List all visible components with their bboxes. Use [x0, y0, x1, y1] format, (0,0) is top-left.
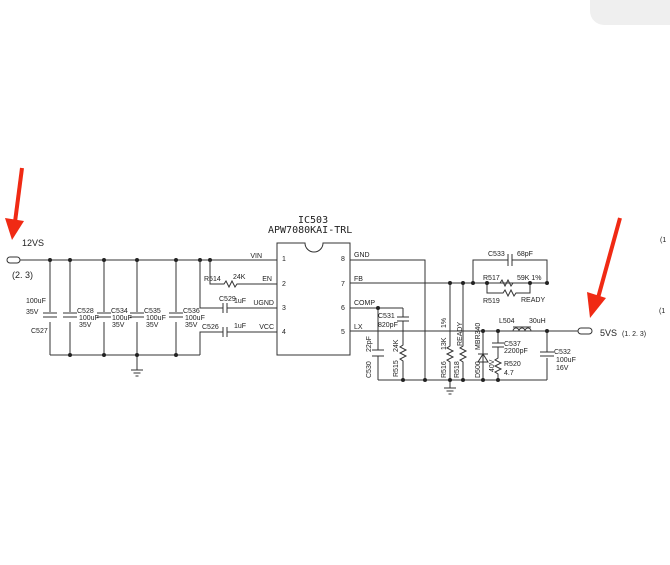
input-terminal [6, 256, 21, 264]
c535-ref: C535 [144, 308, 161, 315]
r516-value: 13K [441, 337, 448, 350]
input-net-label: 12VS [22, 238, 44, 248]
r515-ref: R515 [393, 360, 400, 377]
c529-value: 1uF [234, 298, 246, 305]
c528-voltage: 35V [79, 322, 92, 329]
c534-voltage: 35V [112, 322, 125, 329]
c535-voltage: 35V [146, 322, 159, 329]
pin-gnd-label: GND [354, 252, 370, 259]
r519-ref: R519 [483, 298, 500, 305]
c532-ref: C532 [554, 349, 571, 356]
c534-ref: C534 [111, 308, 128, 315]
pin-fb-label: FB [354, 276, 363, 283]
feedback-network [472, 259, 548, 298]
c528-ref: C528 [77, 308, 94, 315]
input-capacitors [43, 258, 212, 357]
c532-value: 100uF [556, 357, 576, 364]
l504-ref: L504 [499, 318, 515, 325]
pin-ugnd-label: UGND [253, 300, 274, 307]
c535-value: 100uF [146, 315, 166, 322]
ic-ref: IC503 [298, 215, 328, 226]
edge-ref-1: (1 [660, 237, 666, 244]
ic-part-number: APW7080KAI-TRL [268, 225, 352, 236]
r518-value: READY [457, 322, 464, 346]
input-sheet-ref: (2. 3) [12, 270, 33, 280]
d500-ref: D500 [475, 361, 482, 378]
l504-value: 30uH [529, 318, 546, 325]
c527-value: 100uF [26, 298, 46, 305]
c537-value: 2200pF [504, 348, 528, 355]
pin-4: 4 [282, 329, 286, 336]
pin-6: 6 [341, 305, 345, 312]
c527-voltage: 35V [26, 309, 39, 316]
d500-part: MBR340 [475, 323, 482, 350]
comp-network [377, 308, 547, 381]
r517-value: 59K 1% [517, 275, 542, 282]
c529-c526-symbols [222, 303, 228, 337]
r518-ref: R518 [454, 361, 461, 378]
output-net-label: 5VS [600, 328, 617, 338]
r514-ref: R514 [204, 276, 221, 283]
r517-ref: R517 [483, 275, 500, 282]
pin-vcc-label: VCC [259, 324, 274, 331]
ground-symbol-2 [444, 387, 456, 395]
output-sheet-ref: (1. 2. 3) [622, 331, 646, 338]
r516-tol: 1% [441, 318, 448, 328]
output-terminal [577, 327, 593, 335]
c537-ref: C537 [504, 341, 521, 348]
output-cap-symbols [492, 342, 554, 357]
output-stage [482, 331, 548, 380]
c528-value: 100uF [79, 315, 99, 322]
inductor-l504 [512, 326, 532, 332]
c530-value: 22pF [366, 336, 373, 352]
r519-value: READY [521, 297, 545, 304]
edge-ref-2: (1 [659, 308, 665, 315]
pin-7: 7 [341, 281, 345, 288]
corner-overlay [590, 0, 670, 25]
c530-ref: C530 [366, 361, 373, 378]
r520-ref: R520 [504, 361, 521, 368]
arrow-icon-output [587, 217, 622, 318]
c534-value: 100uF [112, 315, 132, 322]
r520-value: 4.7 [504, 370, 514, 377]
c536-ref: C536 [183, 308, 200, 315]
c532-voltage: 16V [556, 365, 569, 372]
c536-value: 100uF [185, 315, 205, 322]
pin-1: 1 [282, 256, 286, 263]
r514-value: 24K [233, 274, 246, 281]
pin-8: 8 [341, 256, 345, 263]
pin-3: 3 [282, 305, 286, 312]
c533-ref: C533 [488, 251, 505, 258]
c526-ref: C526 [202, 324, 219, 331]
pin-en-label: EN [262, 276, 272, 283]
c527-ref: C527 [31, 328, 48, 335]
c526-value: 1uF [234, 323, 246, 330]
r516-ref: R516 [441, 361, 448, 378]
c533-value: 68pF [517, 251, 533, 258]
ic503 [276, 242, 578, 380]
pin-comp-label: COMP [354, 300, 375, 307]
d500-voltage: 40V [489, 359, 496, 372]
ground-symbol [131, 369, 143, 377]
diode-d500 [477, 353, 489, 363]
c533-symbol [507, 254, 513, 266]
pin-lx-label: LX [354, 324, 363, 331]
pin-vin-label: VIN [250, 253, 262, 260]
c529-ref: C529 [219, 296, 236, 303]
c531-value: 820pF [378, 322, 398, 329]
c531-ref: C531 [378, 313, 395, 320]
r515-value: 24K [393, 339, 400, 352]
pin-2: 2 [282, 281, 286, 288]
arrow-icon-input [5, 167, 24, 240]
comp-cap-symbols [372, 316, 409, 357]
control-wiring [199, 260, 277, 355]
pin-5: 5 [341, 329, 345, 336]
c536-voltage: 35V [185, 322, 198, 329]
